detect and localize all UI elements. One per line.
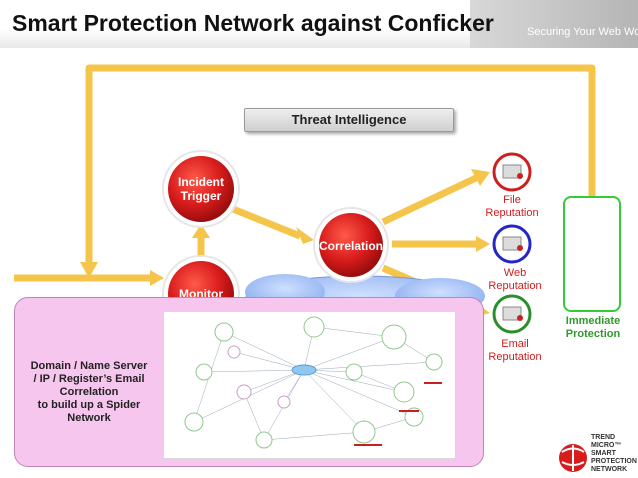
immediate-protection-box (563, 196, 621, 312)
reputation-label-line: Reputation (488, 351, 542, 363)
incident-trigger-node (162, 150, 240, 228)
protection-label-line: Protection (565, 328, 621, 340)
file-label-line: File (503, 194, 521, 206)
reputation-label-line: Reputation (488, 280, 542, 292)
email-reputation-icon (492, 294, 532, 334)
incident-trigger-label: Incident Trigger (163, 175, 239, 203)
trend-micro-logo-icon (551, 430, 638, 478)
email-label-line: Email (501, 338, 529, 350)
web-label-line: Web (503, 267, 527, 279)
immediate-label-line: Immediate (565, 315, 621, 327)
correlation-to-web-arrow (392, 236, 490, 252)
correlation-to-file-arrow (381, 169, 490, 226)
description-line: Network (67, 412, 111, 424)
description-line: to build up a Spider (37, 399, 141, 411)
feedback-loop-arrow (85, 64, 596, 262)
description-line: Correlation (59, 386, 119, 398)
page-title: Smart Protection Network against Confick… (12, 10, 494, 36)
logo-smart-line: SMART (591, 450, 616, 457)
correlation-node (313, 207, 389, 283)
trigger-label-line: Trigger (180, 189, 222, 203)
correlation-label: Correlation (318, 239, 383, 253)
web-reputation-label: Web Reputation (477, 267, 553, 293)
logo-network-line: NETWORK (591, 466, 628, 473)
logo-brand-line: TREND MICRO™ (591, 434, 622, 449)
threat-intelligence-box: Threat Intelligence (244, 108, 454, 132)
web-reputation-icon (492, 224, 532, 264)
tagline-background (470, 0, 638, 48)
spider-network-graph-image (163, 311, 456, 459)
description-line: Domain / Name Server (30, 360, 148, 372)
description-line: / IP / Register’s Email (33, 373, 145, 385)
reputation-label-line: Reputation (485, 207, 539, 219)
incident-to-correlation-arrow (226, 203, 314, 244)
incident-label-line: Incident (177, 175, 224, 189)
file-reputation-icon (492, 152, 532, 192)
email-reputation-label: Email Reputation (477, 338, 553, 364)
file-reputation-label: File Reputation (477, 194, 547, 220)
logo-protection-line: PROTECTION (591, 458, 637, 465)
feedback-loop-arrowhead (80, 262, 98, 278)
tagline: Securing Your Web World (527, 26, 638, 38)
immediate-protection-label: Immediate Protection (548, 315, 638, 341)
title-bar (0, 0, 638, 48)
left-input-arrow (14, 270, 164, 286)
spider-network-description: Domain / Name Server / IP / Register’s E… (24, 360, 154, 425)
trend-micro-logo-text: TREND MICRO™ SMART PROTECTION NETWORK (591, 434, 638, 474)
